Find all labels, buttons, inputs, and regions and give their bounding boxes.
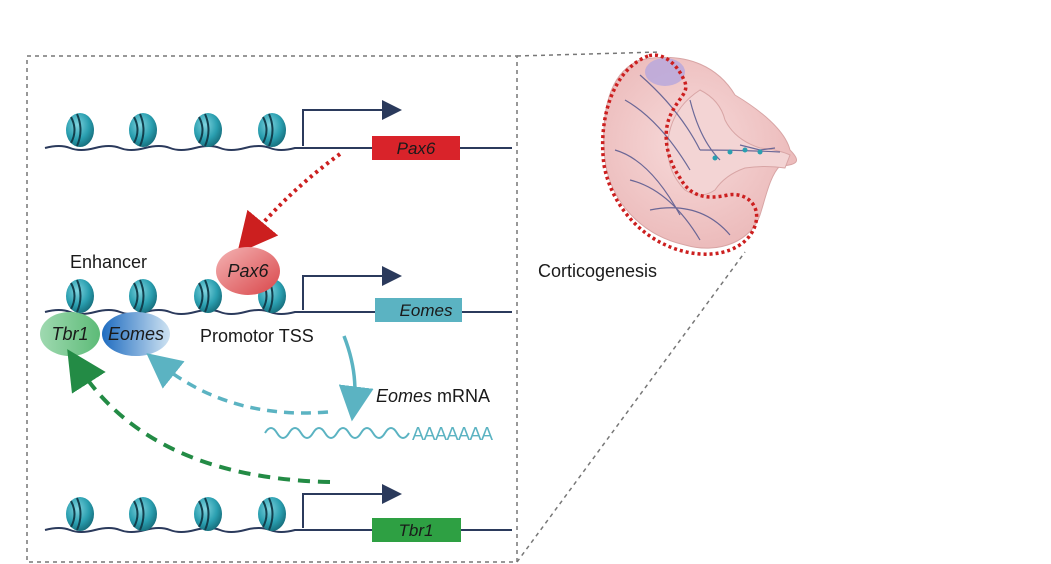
tbr1-gene-box (372, 518, 461, 542)
tbr1-locus: Tbr1 (44, 484, 512, 542)
zoom-frame (26, 55, 518, 563)
transcription-arrow (338, 335, 374, 422)
eomes-gene-box (375, 298, 462, 322)
pax6-gene-label: Pax6 (397, 139, 436, 158)
eomes-gene-label: Eomes (400, 301, 453, 320)
pax6-factor-label: Pax6 (227, 261, 269, 281)
tbr1-factor (40, 312, 100, 356)
eomes-locus: Eomes (44, 266, 512, 322)
nucleosome (65, 496, 95, 532)
nucleosome (128, 112, 158, 148)
eomes-factor-label: Eomes (108, 324, 164, 344)
mrna-strand (264, 427, 410, 439)
nucleosome (193, 278, 223, 314)
nucleosome (128, 496, 158, 532)
tss-arrow (302, 484, 402, 528)
nucleosome (65, 112, 95, 148)
nucleosome (257, 496, 287, 532)
tbr1-factor-label: Tbr1 (51, 324, 88, 344)
polya-tail: AAAAAAA (412, 424, 493, 444)
tss-arrow (302, 100, 402, 146)
pax6-regulation-arrow (237, 152, 342, 254)
zoom-line-top (516, 51, 661, 57)
enhancer-label: Enhancer (70, 252, 147, 272)
tss-arrow (302, 266, 402, 310)
nucleosome (128, 278, 158, 314)
corticogenesis-label: Corticogenesis (538, 261, 657, 281)
tbr1-feedback-arrow (67, 349, 331, 484)
nucleosome (257, 112, 287, 148)
tbr1-gene-label: Tbr1 (399, 521, 434, 540)
brain-illustration (600, 53, 798, 256)
nucleosome (193, 496, 223, 532)
eomes-factor (102, 312, 170, 356)
nucleosome (193, 112, 223, 148)
pax6-factor (216, 247, 280, 295)
nucleosome (65, 278, 95, 314)
eomes-mrna-label: Eomes mRNA (376, 386, 490, 406)
pax6-locus: Pax6 (44, 100, 512, 160)
cortex-outline (600, 53, 759, 256)
eomes-feedback-arrow (146, 353, 329, 415)
zoom-line-bottom (516, 251, 746, 563)
promotor-label: Promotor TSS (200, 326, 314, 346)
pax6-gene-box (372, 136, 460, 160)
